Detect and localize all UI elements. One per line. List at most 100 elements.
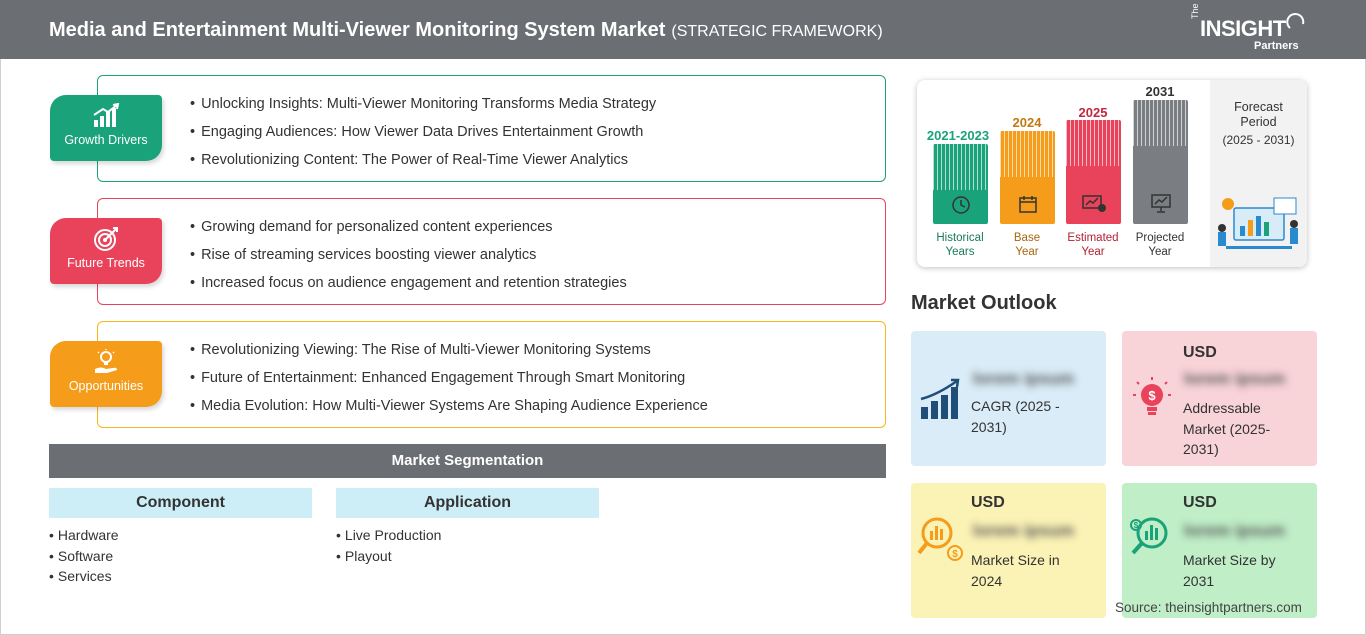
base-label-2: Year — [1015, 246, 1039, 258]
source-link[interactable]: Source: theinsightpartners.com — [1115, 600, 1302, 615]
component-column: Component Hardware Software Services — [49, 488, 312, 587]
forecast-line2: Period — [1240, 115, 1277, 129]
cagr-value: lorem ipsum — [973, 369, 1075, 388]
addressable-usd: USD — [1183, 344, 1217, 361]
forecast-line1: Forecast — [1234, 100, 1283, 114]
logo-insight: INSIGHT — [1200, 16, 1286, 41]
magnifier-chart-icon: $ — [917, 517, 963, 561]
estimate-chart-icon — [1082, 195, 1106, 212]
list-item: Engaging Audiences: How Viewer Data Driv… — [190, 122, 656, 150]
opportunities-badge: Opportunities — [50, 341, 162, 407]
lightbulb-hand-icon — [95, 349, 117, 373]
list-item: Future of Entertainment: Enhanced Engage… — [190, 368, 708, 396]
svg-text:$: $ — [952, 549, 958, 560]
svg-text:$: $ — [1148, 388, 1156, 403]
size-2031-usd: USD — [1183, 494, 1217, 511]
estimated-label-2: Year — [1081, 246, 1105, 258]
size-2024-desc-1: Market Size in — [971, 552, 1060, 568]
base-year: 2024 — [1012, 115, 1042, 130]
list-item: Revolutionizing Viewing: The Rise of Mul… — [190, 340, 708, 368]
future-trends-box: Growing demand for personalized content … — [97, 198, 886, 305]
size-2031-desc-2: 2031 — [1183, 572, 1215, 589]
cagr-card: lorem ipsum CAGR (2025 - 2031) — [911, 331, 1106, 466]
component-list: Hardware Software Services — [49, 525, 312, 587]
future-trends-list: Growing demand for personalized content … — [190, 217, 627, 301]
size-2031-desc-1: Market Size by — [1183, 552, 1276, 568]
bar-growth-icon — [920, 378, 960, 419]
opportunities-list: Revolutionizing Viewing: The Rise of Mul… — [190, 340, 708, 424]
cagr-desc: CAGR (2025 - 2031) — [971, 396, 1060, 437]
logo-arc-icon — [1286, 13, 1305, 29]
list-item: Services — [49, 566, 312, 587]
addressable-desc-2: Market (2025- — [1183, 420, 1271, 437]
market-size-2024-card: $ USD lorem ipsum Market Size in 2024 — [911, 483, 1106, 618]
list-item: Playout — [336, 546, 599, 567]
page-subtitle: (STRATEGIC FRAMEWORK) — [671, 23, 883, 40]
base-label-1: Base — [1013, 232, 1041, 244]
page-title: Media and Entertainment Multi-Viewer Mon… — [49, 19, 883, 42]
base-bar — [1000, 131, 1055, 224]
growth-chart-icon — [93, 103, 120, 127]
list-item: Live Production — [336, 525, 599, 546]
growth-drivers-badge: Growth Drivers — [50, 95, 162, 161]
projected-year: 2031 — [1145, 84, 1175, 99]
historical-label-1: Historical — [936, 232, 984, 244]
list-item: Software — [49, 546, 312, 567]
opportunities-label: Opportunities — [68, 379, 144, 393]
history-clock-icon — [952, 196, 970, 214]
size-2024-usd: USD — [971, 494, 1005, 511]
historical-bar — [933, 144, 988, 224]
svg-text:$: $ — [1134, 521, 1139, 530]
application-column: Application Live Production Playout — [336, 488, 599, 566]
projected-label-1: Projected — [1135, 232, 1185, 244]
application-heading: Application — [336, 488, 599, 518]
header-bar: Media and Entertainment Multi-Viewer Mon… — [0, 0, 1366, 59]
size-2024-desc: Market Size in 2024 — [971, 550, 1060, 591]
growth-drivers-list: Unlocking Insights: Multi-Viewer Monitor… — [190, 94, 656, 178]
growth-drivers-box: Unlocking Insights: Multi-Viewer Monitor… — [97, 75, 886, 182]
analytics-people-icon — [1218, 197, 1298, 249]
list-item: Growing demand for personalized content … — [190, 217, 627, 245]
addressable-desc-3: 2031) — [1183, 441, 1219, 457]
projected-label-2: Year — [1148, 246, 1172, 258]
target-icon — [94, 227, 118, 251]
list-item: Rise of streaming services boosting view… — [190, 245, 627, 273]
magnifier-money-icon: $ — [1130, 517, 1168, 555]
size-2024-value: lorem ipsum — [973, 521, 1075, 540]
future-trends-badge: Future Trends — [50, 218, 162, 284]
presentation-icon — [1151, 194, 1171, 213]
money-bulb-icon: $ — [1133, 377, 1171, 415]
size-2031-value: lorem ipsum — [1184, 521, 1286, 540]
calendar-icon — [1019, 196, 1037, 213]
cagr-desc-2: 2031) — [971, 418, 1007, 435]
size-2031-desc: Market Size by 2031 — [1183, 550, 1276, 591]
insight-partners-logo: The INSIGHT Partners — [1190, 3, 1310, 54]
list-item: Hardware — [49, 525, 312, 546]
size-2024-desc-2: 2024 — [971, 572, 1003, 589]
application-list: Live Production Playout — [336, 525, 599, 566]
addressable-desc-1: Addressable — [1183, 400, 1261, 416]
list-item: Media Evolution: How Multi-Viewer System… — [190, 396, 708, 424]
list-item: Revolutionizing Content: The Power of Re… — [190, 150, 656, 178]
future-trends-label: Future Trends — [67, 256, 145, 270]
estimated-label-1: Estimated — [1067, 232, 1119, 244]
historical-year: 2021-2023 — [926, 128, 990, 143]
historical-label-2: Years — [945, 246, 975, 258]
logo-partners: Partners — [1254, 40, 1299, 52]
list-item: Increased focus on audience engagement a… — [190, 273, 627, 301]
market-segmentation-bar: Market Segmentation — [49, 444, 886, 478]
estimated-bar — [1066, 120, 1121, 224]
component-heading: Component — [49, 488, 312, 518]
market-outlook-title: Market Outlook — [911, 292, 1057, 314]
title-text: Media and Entertainment Multi-Viewer Mon… — [49, 19, 666, 41]
cagr-desc-1: CAGR (2025 - — [971, 398, 1060, 414]
forecast-range: (2025 - 2031) — [1222, 133, 1295, 147]
